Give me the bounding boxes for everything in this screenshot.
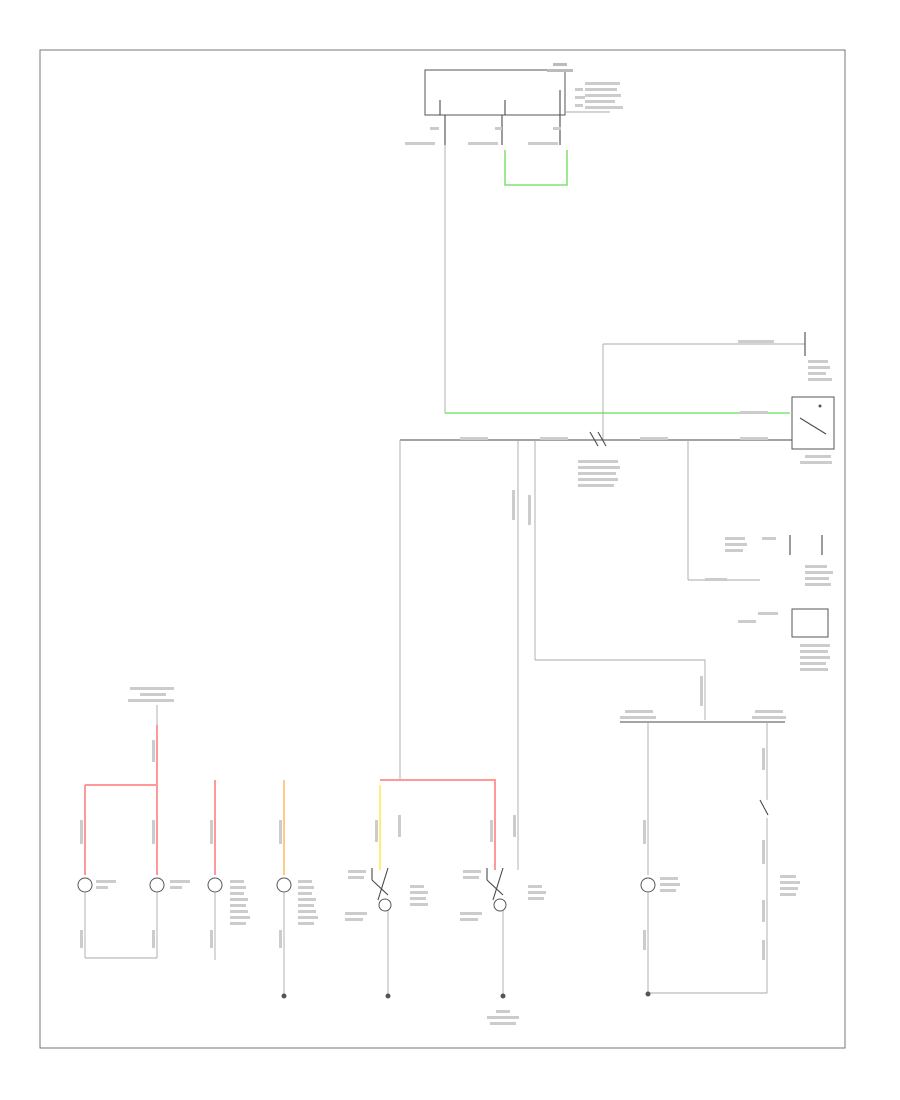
splice-right <box>620 676 786 723</box>
ground-center-2 <box>500 993 506 999</box>
lamp-center-2 <box>460 867 546 995</box>
bus-labels <box>460 411 768 487</box>
junction-box-top <box>424 69 610 145</box>
control-module <box>738 608 830 671</box>
lamp-left-4 <box>276 780 318 995</box>
wire-red-center <box>380 779 496 870</box>
lamp-left-2 <box>149 820 190 958</box>
wire-green-top <box>504 150 568 186</box>
lamp-right-1 <box>640 722 680 993</box>
wire-drop-mid2-route <box>535 659 706 720</box>
ground-right <box>645 991 651 997</box>
lamp-center-1 <box>345 867 428 995</box>
wire-red-left <box>84 725 158 875</box>
switch-upper-right <box>602 332 832 440</box>
bus-connector <box>589 431 607 447</box>
ground-left-4 <box>281 993 287 999</box>
brake-switch <box>791 396 835 464</box>
lamp-left-1 <box>77 820 116 958</box>
ground-center-1 <box>385 993 391 999</box>
switch-middle-right <box>687 440 833 586</box>
left-power-source <box>128 687 174 725</box>
top-box-labels <box>405 63 623 145</box>
door-switch-right <box>759 722 800 993</box>
diagram-frame <box>39 49 846 1049</box>
lamp-left-3 <box>207 780 250 960</box>
